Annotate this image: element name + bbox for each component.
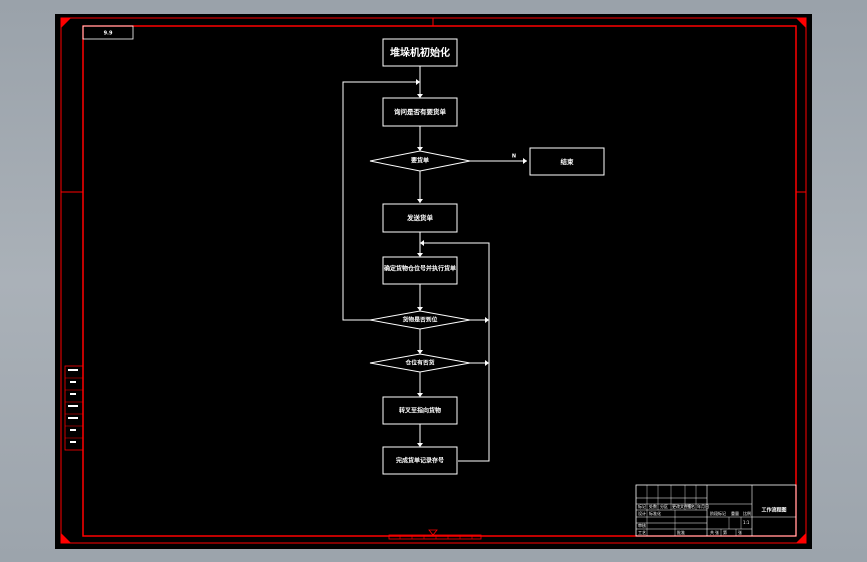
arrow-head [417, 443, 423, 447]
label-check-slot: 仓位有否货 [405, 359, 435, 367]
corner-marker-br [796, 533, 806, 543]
node-init [382, 38, 458, 67]
tb-cell-docno: 更改文件号 [672, 503, 692, 509]
tb-drawing-name: 工作流程图 [761, 507, 786, 514]
tb-cell-total: 共 [710, 529, 714, 535]
label-query: 询问是否有要货单 [394, 107, 447, 116]
node-query [382, 97, 458, 127]
label-transfer: 转叉至指向货物 [399, 407, 441, 415]
arrow-head [485, 317, 489, 323]
side-table [64, 365, 84, 451]
tb-cell-sheets: 张 [715, 529, 719, 535]
inner-frame [82, 25, 797, 537]
flowchart [342, 38, 605, 475]
node-execute [382, 256, 458, 285]
node-check-slot [369, 353, 471, 373]
tb-cell-process: 工艺 [638, 530, 646, 535]
tb-cell-count: 处数 [649, 503, 657, 509]
arrow-head [417, 350, 423, 354]
tb-cell-review: 审核 [638, 522, 646, 528]
tb-cell-zone: 分区 [660, 503, 668, 509]
corner-marker-bl [61, 533, 71, 543]
node-has-order [369, 150, 471, 172]
arrow-head [417, 147, 423, 151]
label-execute: 确定货物仓位号并执行货单 [384, 265, 456, 273]
label-end: 结束 [561, 157, 575, 166]
arrow-head [417, 307, 423, 311]
corner-marker-tr [796, 18, 806, 28]
arrow-head [417, 253, 423, 257]
tb-cell-page-unit: 张 [738, 529, 742, 535]
tb-cell-stage: 阶段标记 [710, 510, 726, 516]
node-finish [382, 446, 458, 475]
tb-cell-page: 第 [723, 529, 727, 535]
edge-label-no: N [512, 154, 516, 160]
arrow-head [417, 199, 423, 203]
tb-cell-approve: 批准 [677, 529, 685, 535]
label-receive: 发送货单 [406, 213, 434, 222]
arrow-head [416, 79, 420, 85]
arrow-head [523, 158, 527, 164]
edge-loop-right [420, 242, 490, 462]
tb-cell-ratio: 比例 [743, 510, 751, 516]
label-check-cargo: 货物是否到位 [403, 316, 438, 324]
tb-cell-mark: 标记 [638, 503, 646, 509]
drawing-sheet: 9.9 标记 处数 [55, 14, 812, 549]
label-finish: 完成货单记录存号 [395, 457, 444, 465]
tb-cell-sign: 签名 [687, 503, 695, 509]
drawing-code-text: 9.9 [104, 31, 113, 37]
bottom-ruler [388, 529, 482, 540]
arrow-head [485, 360, 489, 366]
label-has-order: 要货单 [411, 157, 429, 165]
tb-cell-weight: 重量 [731, 510, 739, 516]
tb-cell-design: 设计 [638, 510, 646, 516]
node-transfer [382, 396, 458, 425]
node-check-cargo [369, 310, 471, 330]
tb-cell-date: 年月日 [697, 503, 709, 509]
cad-drawing: 9.9 标记 处数 [60, 17, 807, 544]
arrow-head [417, 94, 423, 98]
arrow-head [420, 240, 424, 246]
edge-loop-left [342, 81, 420, 321]
label-init: 堆垛机初始化 [390, 46, 450, 59]
corner-marker-tl [61, 18, 71, 28]
node-end [529, 147, 605, 176]
tb-cell-std: 标准化 [649, 510, 661, 516]
node-receive [382, 203, 458, 233]
drawing-code-box [82, 25, 134, 40]
arrow-head [417, 393, 423, 397]
tb-scale: 1:1 [743, 520, 750, 525]
title-block: 标记 处数 分区 更改文件号 签名 年月日 设计 标准化 审核 工艺 批准 阶段… [635, 484, 797, 537]
